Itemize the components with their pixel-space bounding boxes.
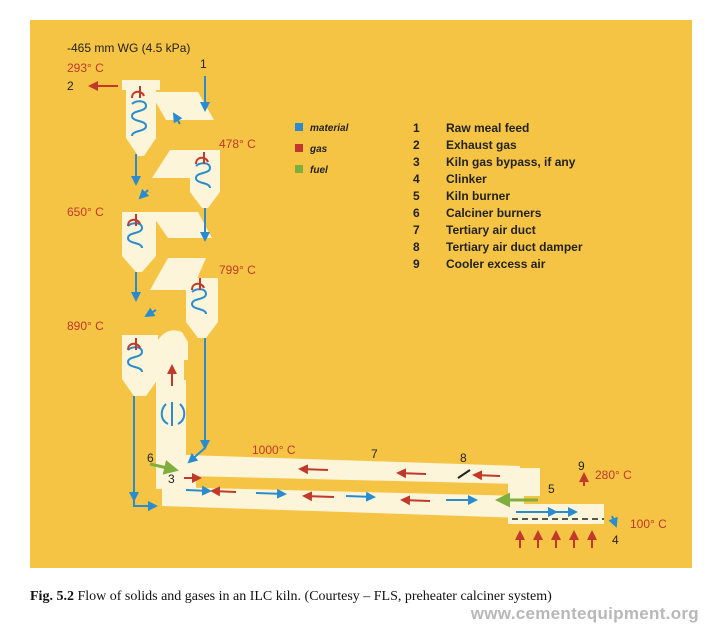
color-key: material gas fuel [295, 123, 349, 176]
legend-num: 7 [413, 223, 420, 237]
gas-swatch-icon [295, 144, 303, 152]
legend-text: Tertiary air duct damper [446, 240, 583, 254]
temp-stage5: 890° C [67, 319, 104, 333]
legend-text: Raw meal feed [446, 121, 529, 135]
marker-7: 7 [371, 447, 378, 461]
damper-icon [457, 469, 471, 479]
marker-8: 8 [460, 451, 467, 465]
watermark: www.cementequipment.org [470, 604, 699, 623]
marker-1: 1 [200, 57, 207, 71]
color-key-material: material [310, 123, 349, 134]
color-key-gas: gas [309, 144, 328, 155]
color-key-fuel: fuel [310, 165, 328, 176]
marker-5: 5 [548, 482, 555, 496]
temp-stage3: 650° C [67, 205, 104, 219]
legend-num: 1 [413, 121, 420, 135]
legend-num: 6 [413, 206, 420, 220]
temp-cooler-exhaust: 280° C [595, 468, 632, 482]
legend-text: Kiln gas bypass, if any [446, 155, 576, 169]
material-arrows [129, 76, 618, 528]
caption-label: Fig. 5.2 [30, 589, 74, 604]
legend-num: 3 [413, 155, 420, 169]
legend-text: Clinker [446, 172, 487, 186]
legend-text: Tertiary air duct [446, 223, 536, 237]
material-swatch-icon [295, 123, 303, 131]
numbered-legend: 1 Raw meal feed 2 Exhaust gas 3 Kiln gas… [413, 121, 583, 271]
temp-clinker: 100° C [630, 517, 667, 531]
legend-num: 2 [413, 138, 420, 152]
gas-hooks [127, 86, 209, 351]
legend-text: Calciner burners [446, 206, 542, 220]
legend-text: Exhaust gas [446, 138, 517, 152]
marker-4: 4 [612, 533, 619, 547]
legend-text: Cooler excess air [446, 257, 546, 271]
legend-num: 4 [413, 172, 420, 186]
temp-tertiary: 1000° C [252, 443, 296, 457]
temp-exhaust: 293° C [67, 61, 104, 75]
gas-arrows [88, 81, 597, 548]
legend-num: 8 [413, 240, 420, 254]
legend-num: 5 [413, 189, 420, 203]
legend-text: Kiln burner [446, 189, 510, 203]
marker-9: 9 [578, 459, 585, 473]
temp-stage2: 478° C [219, 137, 256, 151]
marker-6: 6 [147, 451, 154, 465]
figure-caption: Fig. 5.2 Flow of solids and gases in an … [30, 589, 690, 605]
temp-stage4: 799° C [219, 263, 256, 277]
fuel-swatch-icon [295, 165, 303, 173]
fuel-arrows [149, 459, 538, 508]
marker-2: 2 [67, 79, 74, 93]
legend-num: 9 [413, 257, 420, 271]
pressure-label: -465 mm WG (4.5 kPa) [67, 41, 190, 55]
caption-text: Flow of solids and gases in an ILC kiln.… [77, 589, 552, 604]
marker-3: 3 [168, 472, 175, 486]
